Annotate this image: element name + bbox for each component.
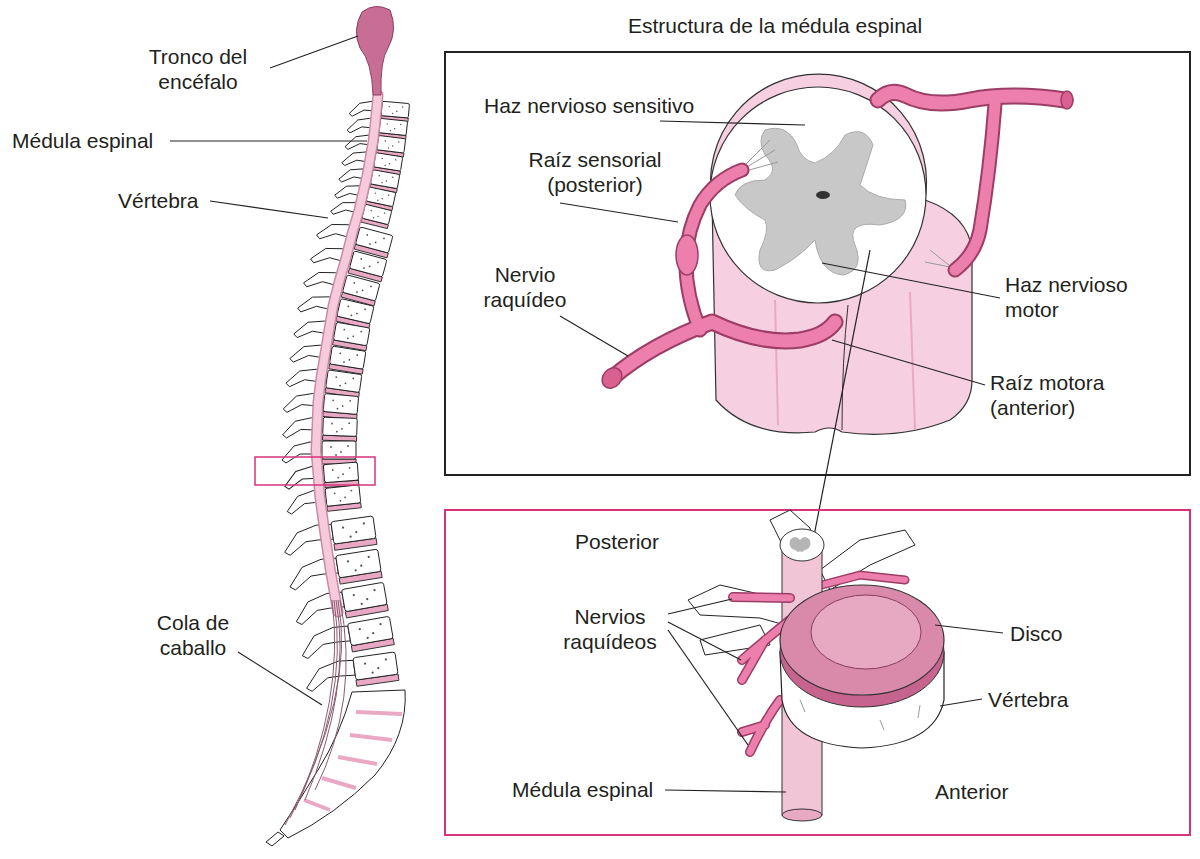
- nerve-roots-part: [612, 322, 835, 378]
- leader-lines-part: [822, 263, 1000, 298]
- leader-lines-part: [270, 36, 358, 68]
- part-label: Tronco del encéfalo: [128, 44, 268, 94]
- leader-lines-part: [668, 599, 732, 614]
- cauda-equina-part: [285, 600, 342, 825]
- vertebra-oblique-part: [688, 585, 785, 625]
- cord-cross-section-part: [735, 128, 906, 275]
- vertebra-oblique: [688, 510, 944, 821]
- spine-column: [266, 98, 410, 846]
- spinal-cord-part: [316, 95, 378, 612]
- vertebra-oblique-part: [811, 595, 921, 669]
- spinal-cord-part: [316, 95, 378, 612]
- leader-lines-part: [668, 630, 748, 745]
- panel-frame: [445, 510, 1190, 835]
- highlight-frame: [255, 457, 375, 485]
- leader-lines: [665, 599, 1003, 792]
- cord-cross-section-part: [710, 74, 972, 434]
- leader-lines-part: [935, 625, 1003, 633]
- leader-lines-part: [560, 316, 628, 356]
- leader-lines-part: [660, 121, 805, 125]
- part-label: Nervios raquídeos: [555, 604, 665, 654]
- panel-frame: [445, 52, 1190, 475]
- part-label: Médula espinal: [12, 128, 153, 153]
- part-label: Nervio raquídeo: [475, 262, 575, 312]
- nerve-roots: [598, 91, 1073, 392]
- panel-title: Estructura de la médula espinal: [628, 13, 922, 38]
- nerve-roots-part: [955, 104, 995, 270]
- part-label: Médula espinal: [512, 777, 653, 802]
- leader-lines-part: [940, 699, 982, 706]
- cord-cross-section-part: [710, 87, 926, 303]
- part-label: Cola de caballo: [138, 610, 248, 660]
- spine-column-part: [304, 712, 402, 810]
- spinal-cord: [316, 95, 378, 612]
- nerve-roots-part: [612, 322, 835, 378]
- nerve-roots-part: [1061, 91, 1073, 109]
- leader-lines: [170, 36, 367, 705]
- vertebra-oblique-part: [780, 585, 944, 695]
- part-label: Raíz sensorial (posterior): [520, 147, 670, 197]
- part-label: Posterior: [575, 529, 659, 554]
- vertebra-oblique-part: [780, 529, 824, 561]
- cord-cross-section: [710, 74, 972, 434]
- leader-lines-part: [560, 203, 678, 222]
- leader-lines-part: [238, 652, 322, 705]
- cauda-equina-part: [295, 600, 335, 810]
- brainstem: [356, 6, 393, 95]
- cord-cross-section-part-part: [735, 128, 906, 275]
- part-label: Vértebra: [988, 687, 1069, 712]
- part-label: Haz nervioso motor: [1005, 272, 1155, 322]
- part-label: Disco: [1010, 621, 1063, 646]
- spine-column-part: [303, 652, 399, 693]
- leader-lines-part: [210, 201, 328, 218]
- vertebra-oblique-part: [822, 575, 905, 585]
- nerve-roots-part: [878, 92, 1065, 103]
- spine-column-part: [280, 690, 405, 838]
- nerve-roots-part: [955, 104, 995, 270]
- nerve-roots-part: [598, 364, 626, 392]
- spine-column-part: [266, 832, 284, 846]
- part-label: Haz nervioso sensitivo: [484, 93, 694, 118]
- leader-lines-part: [832, 340, 985, 385]
- vertebra-oblique-part: [820, 530, 915, 590]
- cauda-equina: [285, 600, 346, 825]
- leader-lines-part: [665, 790, 786, 792]
- vertebra-oblique-part: [822, 575, 905, 585]
- part-label: Anterior: [935, 779, 1009, 804]
- nerve-roots-part: [878, 92, 1065, 103]
- cord-cross-section-part: [775, 292, 915, 430]
- leader-lines-part: [170, 140, 367, 141]
- cauda-equina-part: [290, 600, 337, 818]
- leader-lines-part: [812, 250, 870, 546]
- part-label: Raíz motora (anterior): [990, 370, 1130, 420]
- vertebra-oblique-part: [782, 809, 822, 821]
- cord-cross-section-part-part: [816, 191, 830, 199]
- leader-lines-part: [668, 622, 741, 660]
- nerve-roots-part: [676, 235, 698, 275]
- part-label: Vértebra: [118, 188, 199, 213]
- vertebra-oblique-part: [790, 537, 811, 552]
